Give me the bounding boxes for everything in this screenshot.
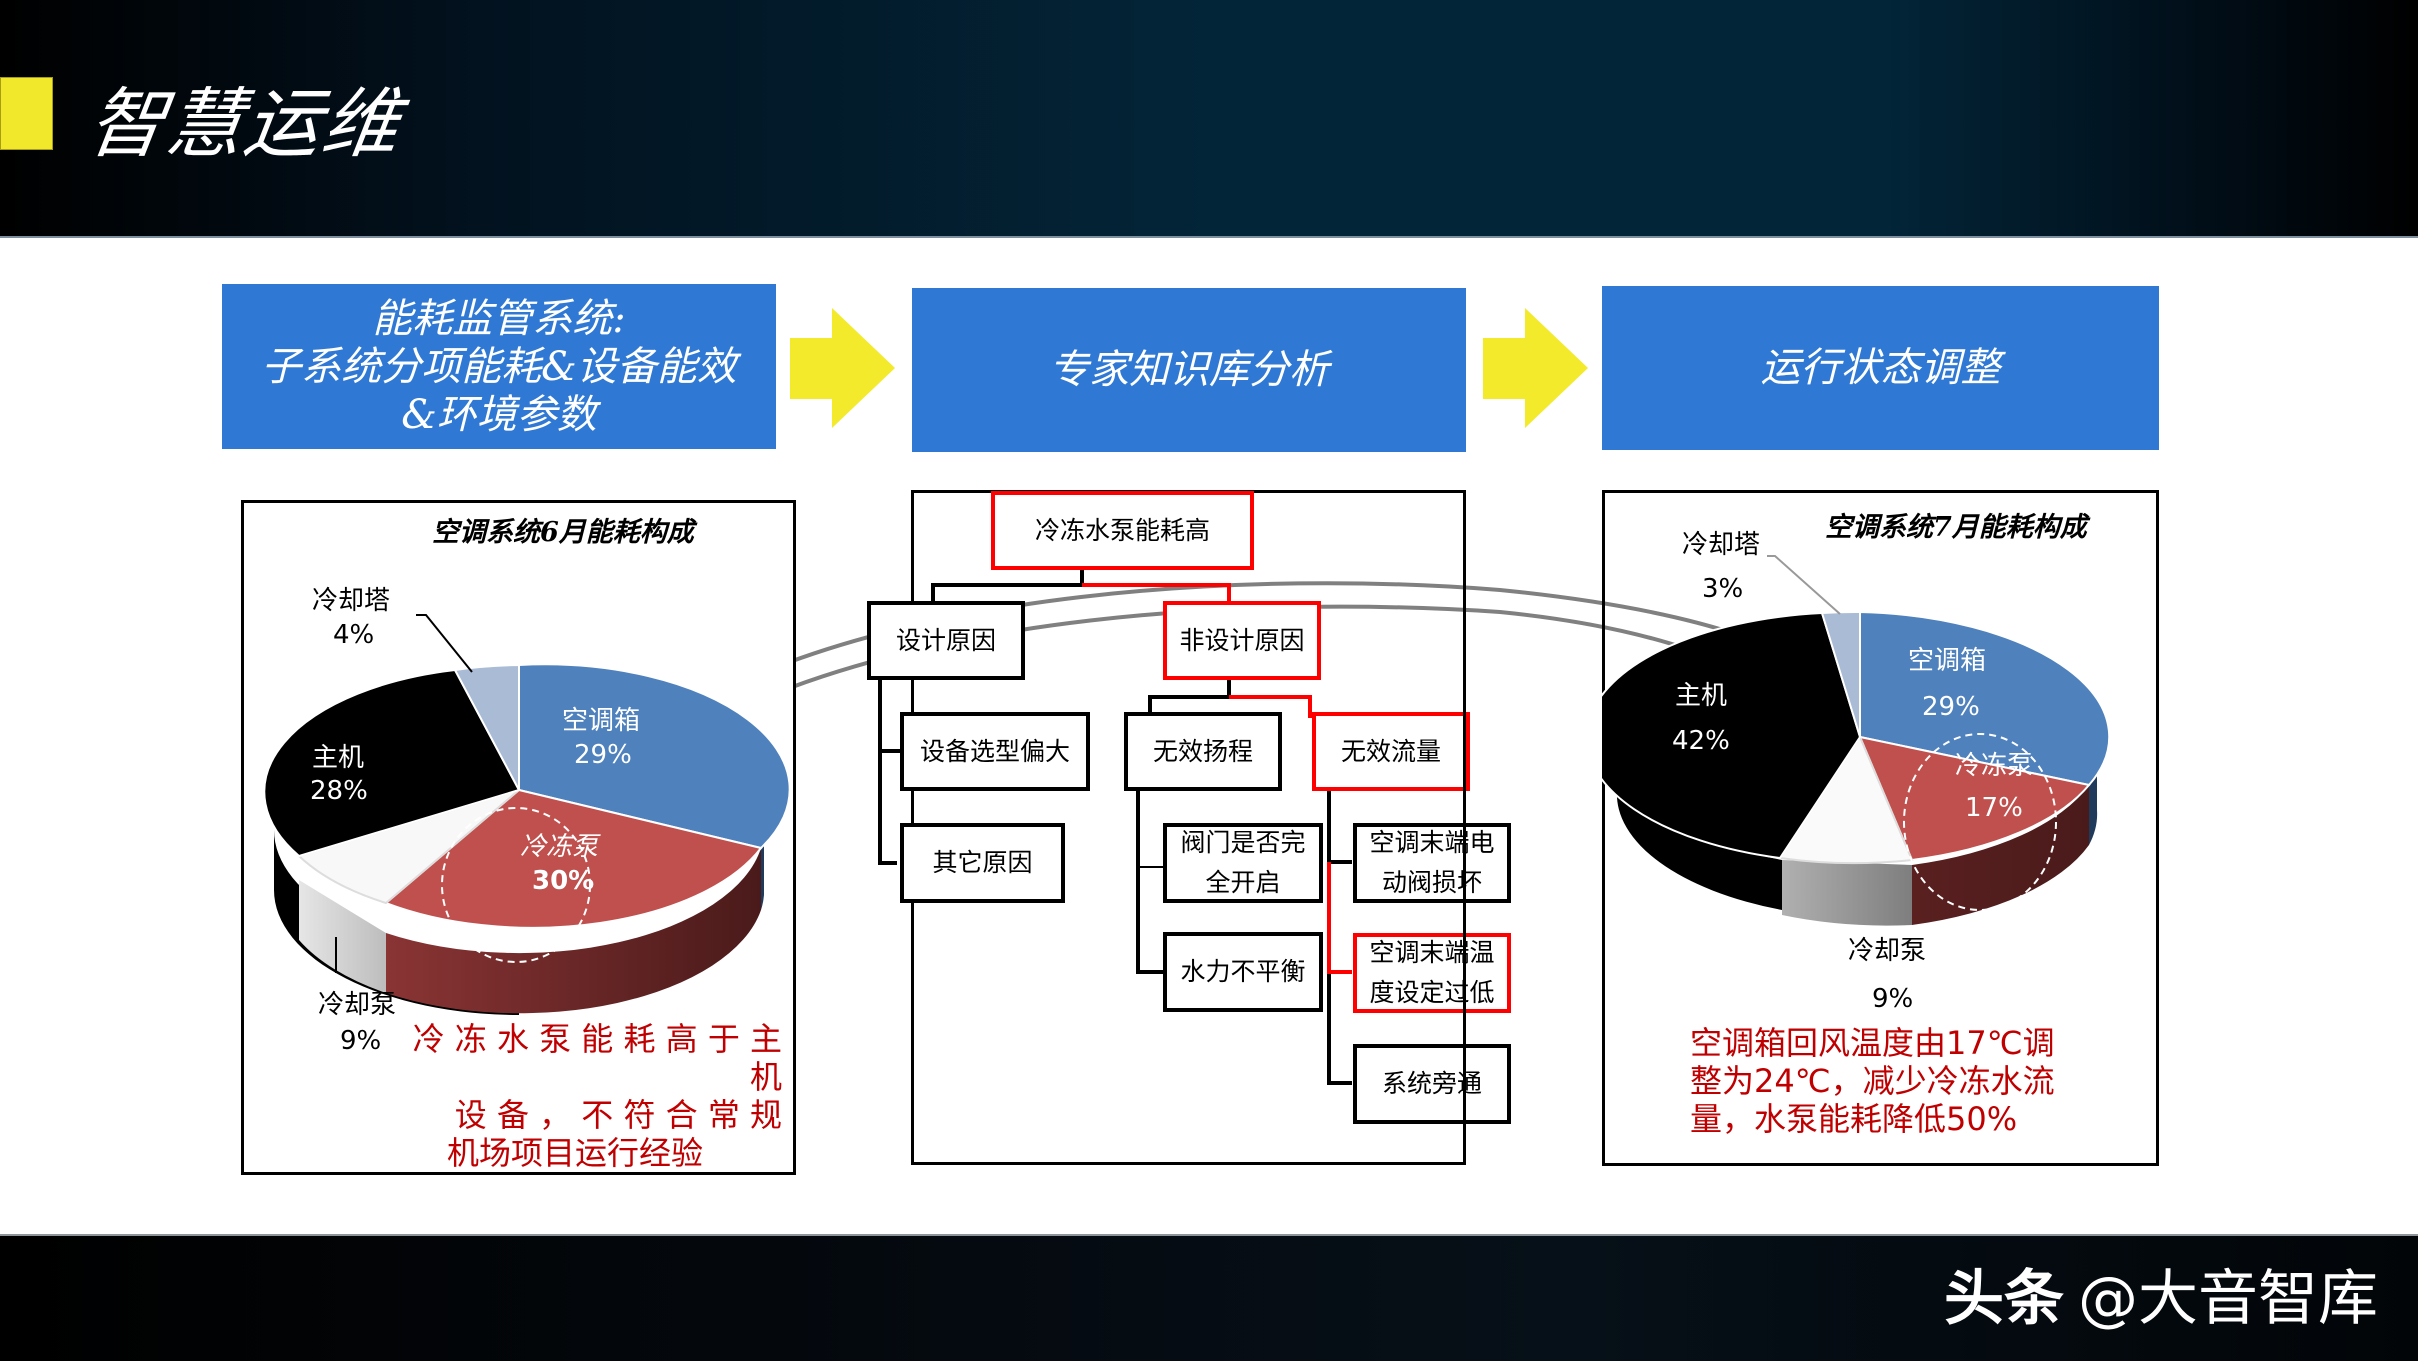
step-operation-adjust-label: 运行状态调整	[1760, 345, 2001, 391]
june-ahu-pct: 29%	[574, 740, 632, 770]
july-chiller-label: 主机	[1675, 681, 1728, 711]
june-ahu-label: 空调箱	[562, 706, 641, 736]
july-chart-panel	[1602, 490, 2159, 1166]
step-operation-adjust: 运行状态调整	[1602, 286, 2159, 450]
june-chiller-pct: 28%	[310, 776, 368, 806]
july-ahu-label: 空调箱	[1908, 646, 1987, 676]
footer-bar	[0, 1234, 2418, 1361]
july-tower-label: 冷却塔	[1682, 530, 1761, 560]
july-chw-pump-label: 冷冻泵	[1955, 751, 2034, 781]
watermark-brand: 头条	[1944, 1264, 2064, 1334]
arrow-right-icon	[1483, 308, 1588, 428]
arrow-right-icon	[790, 308, 895, 428]
july-note-line-3: 量，水泵能耗降低50%	[1690, 1100, 2018, 1138]
june-note-line-2: 设 备 ， 不 符 合 常 规	[454, 1096, 782, 1134]
step-expert-knowledge-label: 专家知识库分析	[1049, 347, 1329, 393]
june-chiller-label: 主机	[312, 743, 365, 773]
july-chiller-pct: 42%	[1672, 726, 1730, 756]
node-valve-damaged: 空调末端电 动阀损坏	[1353, 823, 1511, 903]
july-ahu-pct: 29%	[1922, 692, 1980, 722]
july-note-line-1: 空调箱回风温度由17℃调	[1690, 1024, 2055, 1062]
node-chw-pump-high-energy: 冷冻水泵能耗高	[991, 491, 1254, 570]
july-cw-pump-label: 冷却泵	[1848, 936, 1927, 966]
node-non-design-cause: 非设计原因	[1163, 601, 1321, 680]
june-tower-label: 冷却塔	[312, 586, 391, 616]
july-adjustment-note: 空调箱回风温度由17℃调 整为24℃，减少冷冻水流 量，水泵能耗降低50%	[1690, 1024, 2130, 1138]
node-oversized-equipment: 设备选型偏大	[900, 712, 1090, 791]
node-invalid-flow: 无效流量	[1312, 712, 1470, 791]
june-pie-chart	[263, 614, 791, 1015]
july-pie-chart	[1602, 555, 2111, 926]
july-chw-pump-pct: 17%	[1965, 793, 2023, 823]
june-cw-pump-label: 冷却泵	[318, 990, 397, 1020]
july-tower-pct: 3%	[1702, 574, 1744, 604]
june-note-line-1: 冷 冻 水 泵 能 耗 高 于 主 机	[412, 1020, 782, 1096]
july-cw-pump-pct: 9%	[1872, 984, 1914, 1014]
node-invalid-head: 无效扬程	[1124, 712, 1282, 791]
june-analysis-note: 冷 冻 水 泵 能 耗 高 于 主 机 设 备 ， 不 符 合 常 规 机场项目…	[392, 1020, 782, 1172]
june-chw-pump-pct: 30%	[532, 866, 595, 896]
step-expert-knowledge: 专家知识库分析	[912, 288, 1466, 452]
node-hydraulic-imbalance: 水力不平衡	[1163, 932, 1323, 1012]
node-temp-setpoint-low: 空调末端温 度设定过低	[1353, 933, 1511, 1013]
watermark-account: @大音智库	[2078, 1264, 2378, 1334]
node-design-cause: 设计原因	[867, 601, 1025, 680]
june-chart-title: 空调系统6月能耗构成	[432, 517, 694, 548]
watermark: 头条@大音智库	[1944, 1250, 2378, 1337]
step-energy-monitoring-label: 能耗监管系统: 子系统分项能耗&设备能效 &环境参数	[261, 295, 737, 438]
june-tower-pct: 4%	[333, 620, 375, 650]
node-valve-fully-open: 阀门是否完 全开启	[1163, 823, 1323, 903]
july-note-line-2: 整为24℃，减少冷冻水流	[1690, 1062, 2055, 1100]
node-other-cause: 其它原因	[900, 823, 1065, 903]
june-note-line-3: 机场项目运行经验	[447, 1134, 704, 1172]
step-energy-monitoring: 能耗监管系统: 子系统分项能耗&设备能效 &环境参数	[222, 284, 776, 449]
node-system-bypass: 系统旁通	[1353, 1044, 1511, 1124]
panel-border	[1463, 490, 1466, 1165]
header-banner	[0, 0, 2418, 238]
june-cw-pump-pct: 9%	[340, 1026, 382, 1056]
title-accent-marker	[0, 77, 53, 150]
july-chart-title: 空调系统7月能耗构成	[1825, 512, 2087, 543]
june-chw-pump-label: 冷冻泵	[520, 832, 599, 862]
